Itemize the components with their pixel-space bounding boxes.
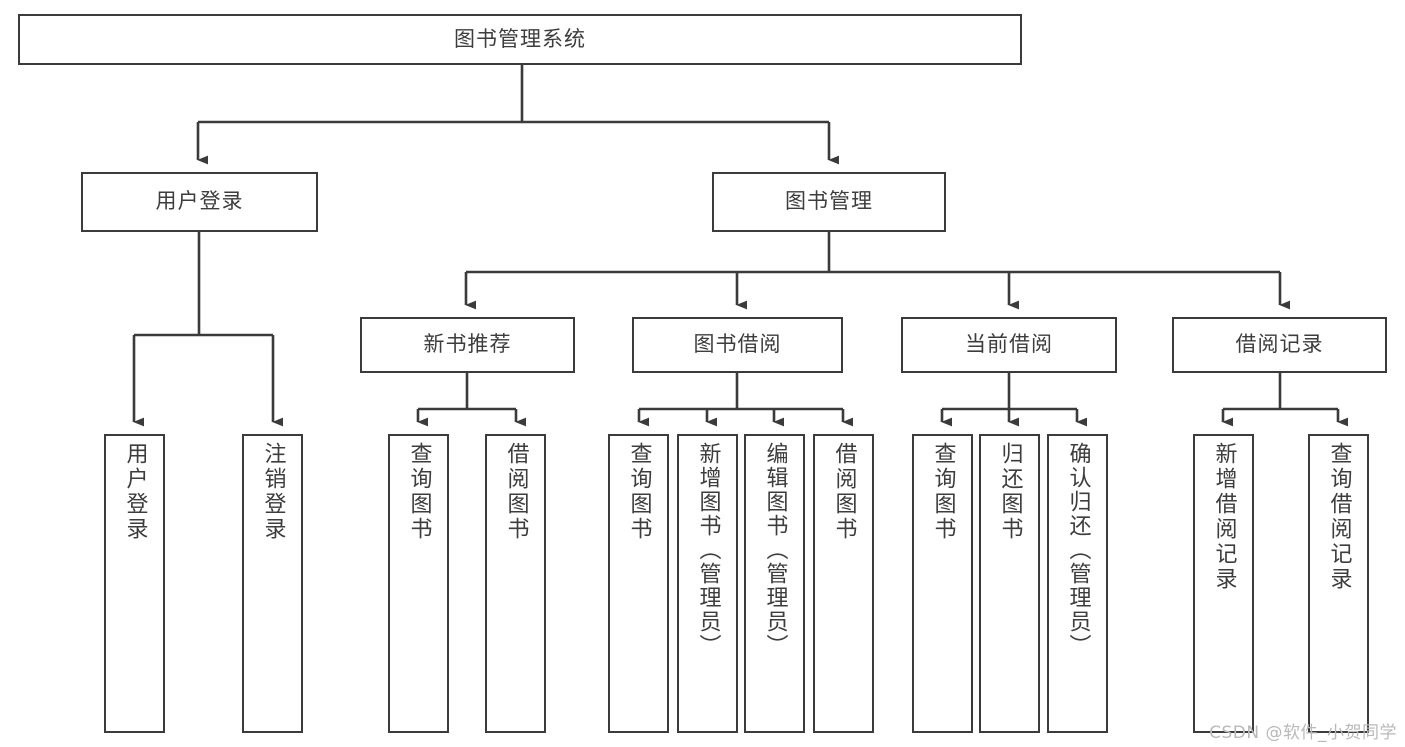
node-label: 新增借阅记录 [1211,442,1237,592]
leaf-user-login-signin[interactable]: 用户登录 [104,434,165,733]
node-label: 借阅图书 [503,442,529,542]
node-label: 借阅记录 [1235,332,1324,357]
node-label: 注销登录 [260,442,286,542]
node-label: 借阅图书 [831,442,857,542]
node-label: 查询借阅记录 [1326,442,1352,592]
node-label: 图书管理 [785,189,873,214]
node-label: 当前借阅 [965,332,1053,357]
node-label: 图书借阅 [693,332,782,357]
leaf-borrow-borrow-book[interactable]: 借阅图书 [813,434,874,733]
node-label: 用户登录 [155,189,244,214]
node-label: 归还图书 [997,442,1023,542]
node-label: 新书推荐 [423,332,512,357]
node-user-login[interactable]: 用户登录 [81,172,318,232]
node-book-borrow[interactable]: 图书借阅 [632,317,843,373]
node-label: 新增图书（管理员） [695,442,721,658]
leaf-current-return-book[interactable]: 归还图书 [979,434,1040,733]
watermark-text: CSDN @软件_小贺同学 [1209,723,1397,743]
node-label: 确认归还（管理员） [1065,442,1091,658]
node-new-book-recommend[interactable]: 新书推荐 [360,317,575,373]
node-borrow-records[interactable]: 借阅记录 [1172,317,1387,373]
node-label: 编辑图书（管理员） [762,442,788,658]
leaf-records-add-record[interactable]: 新增借阅记录 [1193,434,1254,733]
node-label: 图书管理系统 [454,26,586,51]
node-current-borrow[interactable]: 当前借阅 [901,317,1117,373]
leaf-user-login-signout[interactable]: 注销登录 [242,434,303,733]
node-root-system[interactable]: 图书管理系统 [18,14,1022,65]
node-label: 用户登录 [122,442,148,542]
leaf-borrow-add-book-admin[interactable]: 新增图书（管理员） [677,434,738,733]
node-book-management[interactable]: 图书管理 [712,172,946,232]
leaf-current-confirm-return-admin[interactable]: 确认归还（管理员） [1047,434,1108,733]
node-label: 查询图书 [930,442,956,542]
node-label: 查询图书 [406,442,432,542]
leaf-current-query-book[interactable]: 查询图书 [912,434,973,733]
leaf-new-book-query[interactable]: 查询图书 [388,434,449,733]
leaf-records-query-record[interactable]: 查询借阅记录 [1308,434,1369,733]
leaf-borrow-edit-book-admin[interactable]: 编辑图书（管理员） [744,434,805,733]
leaf-borrow-query-book[interactable]: 查询图书 [608,434,669,733]
node-label: 查询图书 [626,442,652,542]
leaf-new-book-borrow[interactable]: 借阅图书 [485,434,546,733]
